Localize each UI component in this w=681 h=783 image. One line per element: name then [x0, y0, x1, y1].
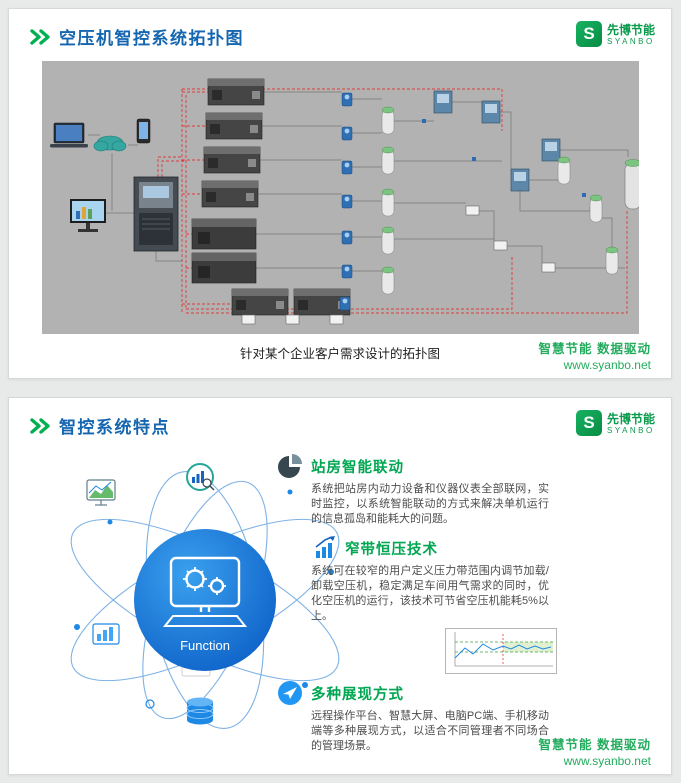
- feature-body: 系统把站房内动力设备和仪器仪表全部联网，实时监控，以系统智能联动的方式来解决单机…: [311, 483, 549, 525]
- footer-url: www.syanbo.net: [563, 754, 651, 768]
- diagram-caption: 针对某个企业客户需求设计的拓扑图: [239, 347, 440, 361]
- feature-station-linkage: 站房智能联动 系统把站房内动力设备和仪器仪表全部联网，实时监控，以系统智能联动的…: [277, 454, 569, 527]
- footer-slogan: 智慧节能 数据驱动: [538, 342, 651, 356]
- function-label: Function: [180, 638, 230, 653]
- syanbo-logo-name: 先博节能: [606, 411, 655, 426]
- footer-url: www.syanbo.net: [563, 358, 651, 372]
- presentation-board-icon: [86, 479, 116, 506]
- paper-plane-icon: [278, 681, 302, 705]
- slide-topology: 空压机智控系统拓扑图 S 先博节能 SYANBO: [8, 8, 672, 379]
- syanbo-logo-sub: SYANBO: [606, 425, 655, 435]
- monitor-icon: [70, 199, 106, 232]
- topology-diagram: [42, 61, 639, 334]
- laptop-icon: [50, 122, 88, 148]
- control-cabinet: [133, 176, 179, 252]
- big-tank: [624, 159, 639, 210]
- feature-narrow-band-pressure: 窄带恒压技术 系统可在较窄的用户定义压力带范围内调节加载/卸载空压机，稳定满足车…: [277, 536, 569, 679]
- computer-gears-icon: [162, 556, 248, 627]
- slide2-header: 智控系统特点: [29, 413, 170, 438]
- database-icon: [186, 697, 214, 725]
- footer-slogan: 智慧节能 数据驱动: [538, 738, 651, 752]
- feature-body: 系统可在较窄的用户定义压力带范围内调节加载/卸载空压机，稳定满足车间用气需求的同…: [311, 565, 549, 622]
- pie-chart-icon: [278, 454, 302, 478]
- feature-title: 站房智能联动: [311, 459, 404, 476]
- orbit-network-diagram: Function: [55, 452, 355, 752]
- phone-icon: [136, 118, 151, 144]
- feature-title: 窄带恒压技术: [345, 541, 438, 558]
- slide2-title: 智控系统特点: [59, 418, 170, 437]
- slide2-footer: 智慧节能 数据驱动 www.syanbo.net: [539, 734, 651, 768]
- slide1-header: 空压机智控系统拓扑图: [29, 24, 244, 49]
- bar-chart-panel-icon: [92, 623, 120, 645]
- pressure-band-chart: [445, 628, 557, 674]
- double-chevron-icon: [30, 28, 50, 45]
- syanbo-logo-mark: S: [575, 21, 602, 47]
- syanbo-logo-name: 先博节能: [606, 22, 655, 37]
- syanbo-logo-sub: SYANBO: [606, 36, 655, 46]
- slide-features: 智控系统特点 S 先博节能 SYANBO: [8, 397, 672, 775]
- cloud-icon: [93, 135, 127, 152]
- features-list: 站房智能联动 系统把站房内动力设备和仪器仪表全部联网，实时监控，以系统智能联动的…: [277, 454, 569, 754]
- analytics-search-icon: [186, 463, 215, 491]
- function-node: Function: [134, 529, 276, 671]
- slide1-title: 空压机智控系统拓扑图: [59, 29, 244, 48]
- syanbo-logo-mark: S: [575, 410, 602, 436]
- syanbo-logo: S 先博节能 SYANBO: [575, 21, 655, 47]
- double-chevron-icon: [30, 417, 50, 434]
- slide1-footer: 智慧节能 数据驱动 www.syanbo.net: [539, 338, 651, 372]
- feature-title: 多种展现方式: [311, 686, 404, 703]
- bar-chart-arrow-icon: [315, 536, 335, 558]
- syanbo-logo: S 先博节能 SYANBO: [575, 410, 655, 436]
- feature-multi-display: 多种展现方式 远程操作平台、智慧大屏、电脑PC端、手机移动端等多种展现方式，以适…: [277, 681, 569, 754]
- feature-body: 远程操作平台、智慧大屏、电脑PC端、手机移动端等多种展现方式，以适合不同管理者不…: [311, 710, 549, 752]
